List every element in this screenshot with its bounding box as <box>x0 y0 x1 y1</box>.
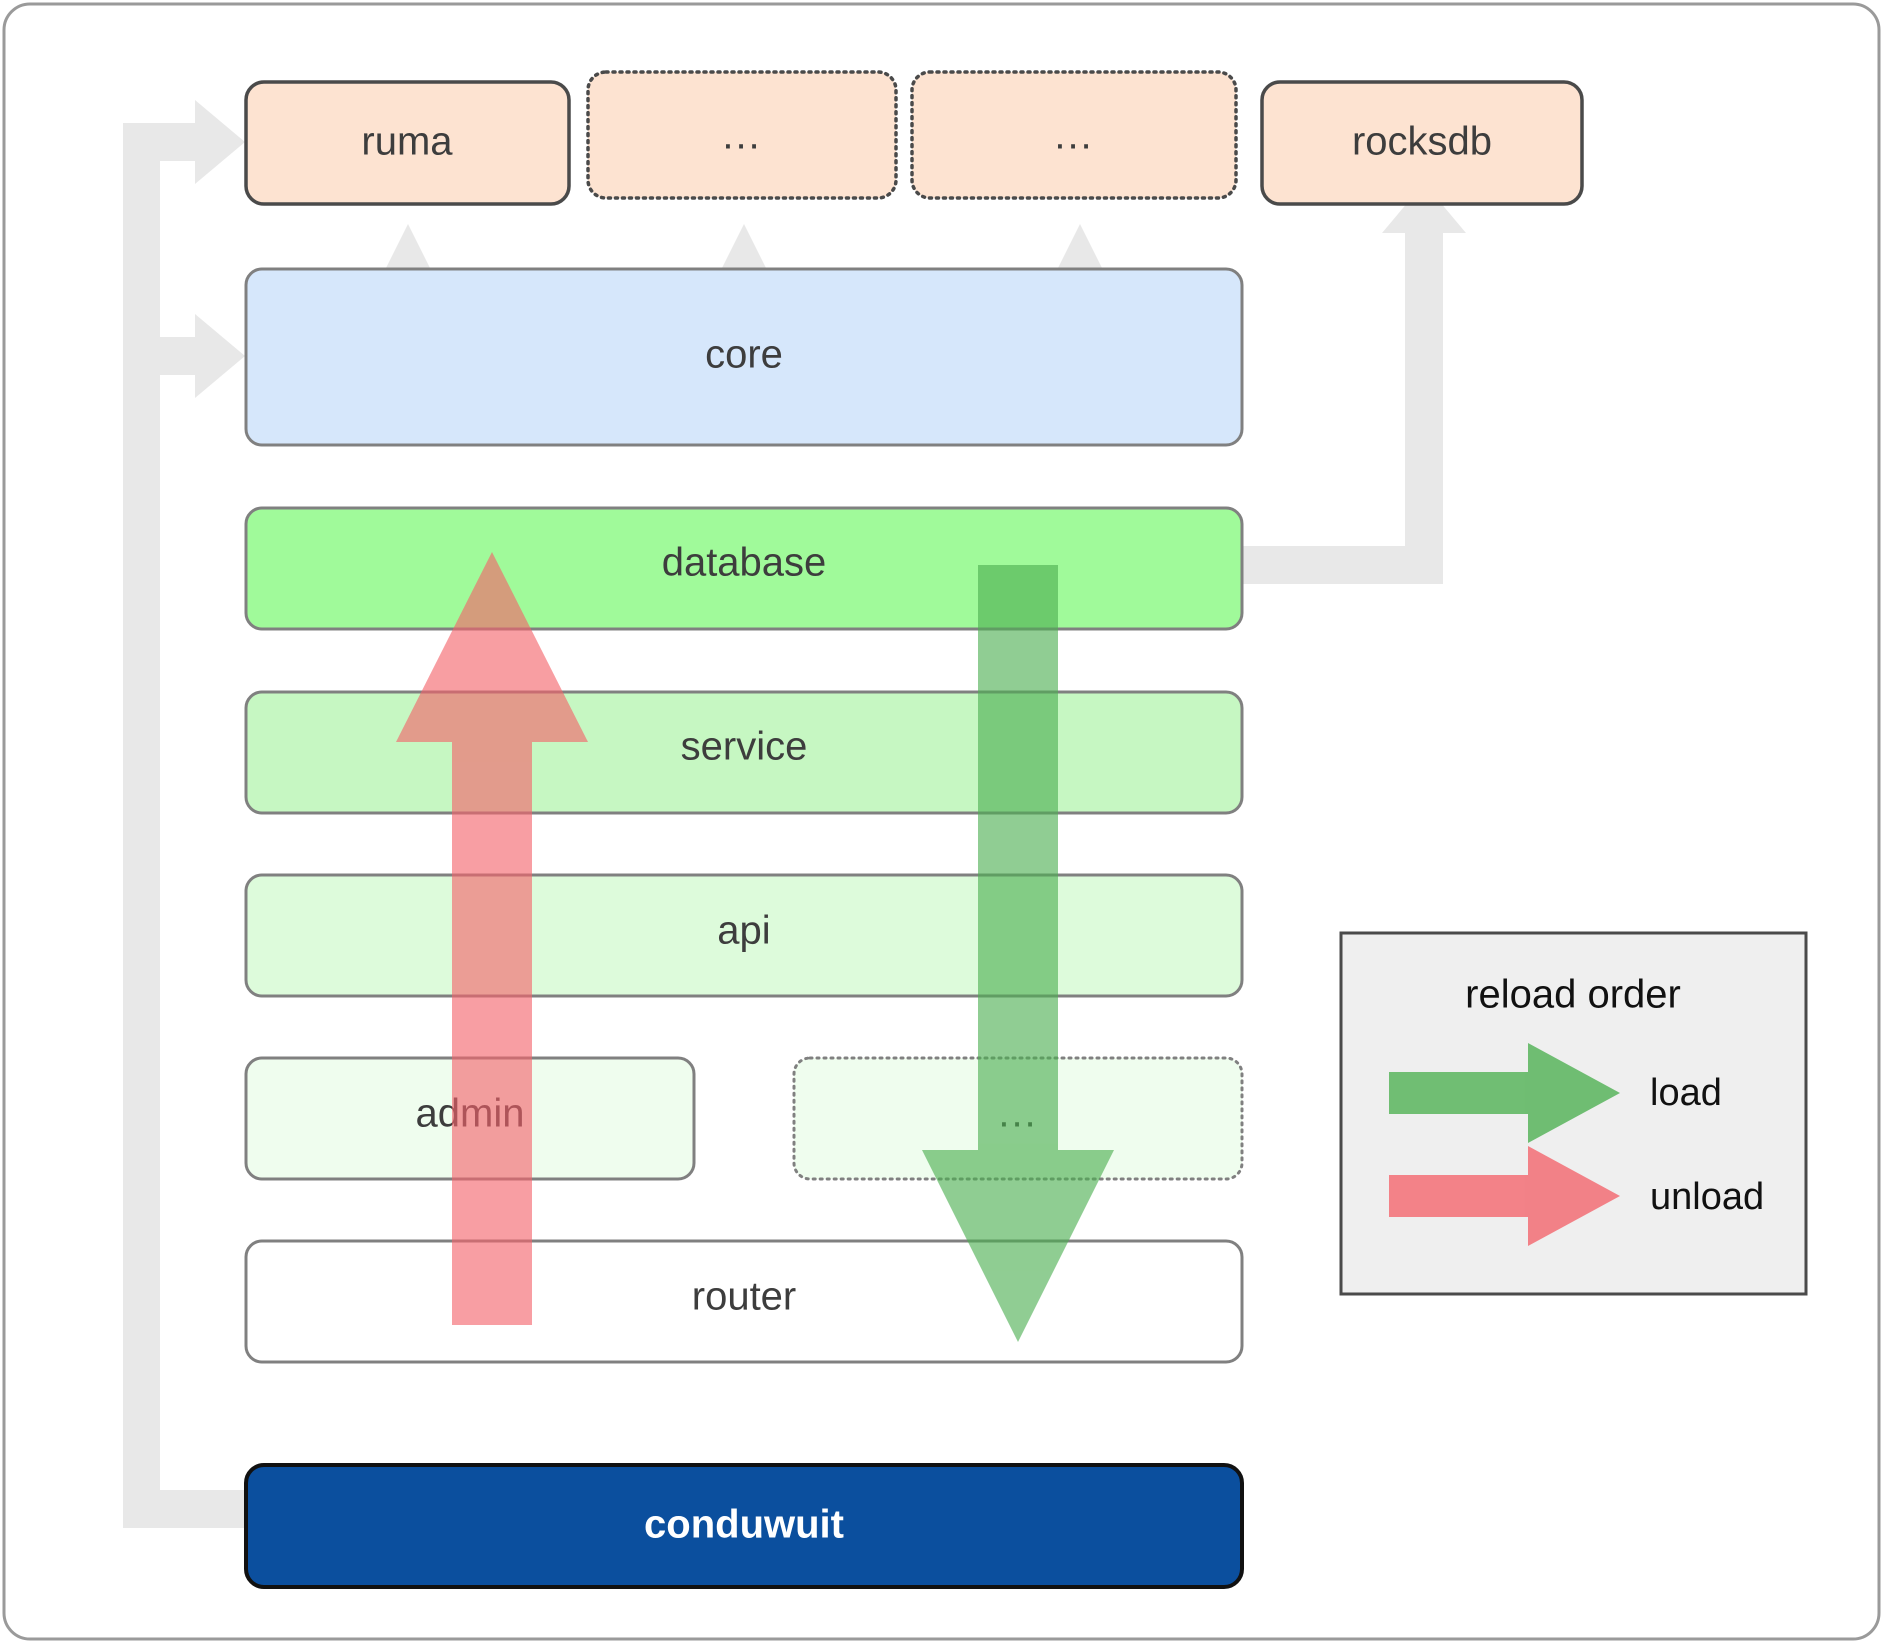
layer-core[interactable]: core <box>244 267 1244 447</box>
connector-arrow-to-core <box>160 314 245 398</box>
external-box-ruma-rect <box>244 80 571 206</box>
legend-load-label: load <box>1650 1072 1722 1114</box>
arrow-core-to-ruma <box>386 224 430 281</box>
layer-service-label: service <box>681 725 808 769</box>
connector-arrow-to-ruma <box>123 100 245 184</box>
layer-core-label: core <box>705 333 783 377</box>
flow-arrow-unload <box>396 552 588 1325</box>
connector-trunk-vertical <box>123 131 160 1528</box>
connector-stub-to-conduwuit <box>123 1490 253 1528</box>
external-box-ellipsis-2-rect <box>910 70 1238 200</box>
layer-database-label: database <box>662 541 827 585</box>
connector-group-rocksdb <box>1242 183 1466 584</box>
legend-unload-arrow-head <box>1528 1146 1620 1246</box>
unload-arrow-shaft <box>452 640 532 1325</box>
core-to-external-arrows <box>386 224 1102 281</box>
external-box-rocksdb[interactable]: rocksdb <box>1260 80 1584 206</box>
root-box-conduwuit-rect <box>244 1463 1244 1589</box>
legend-unload-arrow-shaft <box>1389 1175 1554 1217</box>
root-box-conduwuit[interactable]: conduwuit <box>244 1463 1244 1589</box>
legend-load-arrow-head <box>1528 1043 1620 1143</box>
layer-service[interactable]: service <box>244 690 1244 815</box>
legend-unload: unload <box>1389 1146 1764 1246</box>
flow-arrow-load <box>922 565 1114 1342</box>
external-box-ellipsis-1-label: ... <box>722 114 761 158</box>
connector-arrow-database-to-rocksdb <box>1242 183 1466 584</box>
layer-core-rect <box>244 267 1244 447</box>
connector-group-left <box>123 100 253 1528</box>
legend-panel: reload order load unload <box>1339 931 1808 1296</box>
arrow-core-to-ellipsis-1 <box>722 224 766 281</box>
external-box-ruma-label: ruma <box>361 120 453 164</box>
layer-router[interactable]: router <box>244 1239 1244 1364</box>
layer-api-label: api <box>717 909 770 953</box>
external-box-ruma[interactable]: ruma <box>244 80 571 206</box>
external-box-rocksdb-rect <box>1260 80 1584 206</box>
arrow-core-to-ellipsis-2 <box>1058 224 1102 281</box>
external-box-rocksdb-label: rocksdb <box>1352 120 1492 164</box>
unload-arrow-head <box>396 552 588 742</box>
layer-api[interactable]: api <box>244 873 1244 998</box>
external-row: ruma ... ... rocksdb <box>244 70 1584 206</box>
external-box-ellipsis-1-rect <box>586 70 898 200</box>
external-box-ellipsis-2[interactable]: ... <box>910 70 1238 200</box>
root-box-conduwuit-label: conduwuit <box>644 1503 844 1547</box>
legend-unload-label: unload <box>1650 1176 1764 1218</box>
legend-title: reload order <box>1465 973 1681 1017</box>
layer-router-label: router <box>692 1275 797 1319</box>
legend-load-arrow-shaft <box>1389 1072 1554 1114</box>
load-arrow-shaft <box>978 565 1058 1253</box>
external-box-ellipsis-1[interactable]: ... <box>586 70 898 200</box>
external-box-ellipsis-2-label: ... <box>1054 114 1093 158</box>
load-arrow-head <box>922 1150 1114 1342</box>
layer-database[interactable]: database <box>244 506 1244 631</box>
legend-load: load <box>1389 1043 1722 1143</box>
